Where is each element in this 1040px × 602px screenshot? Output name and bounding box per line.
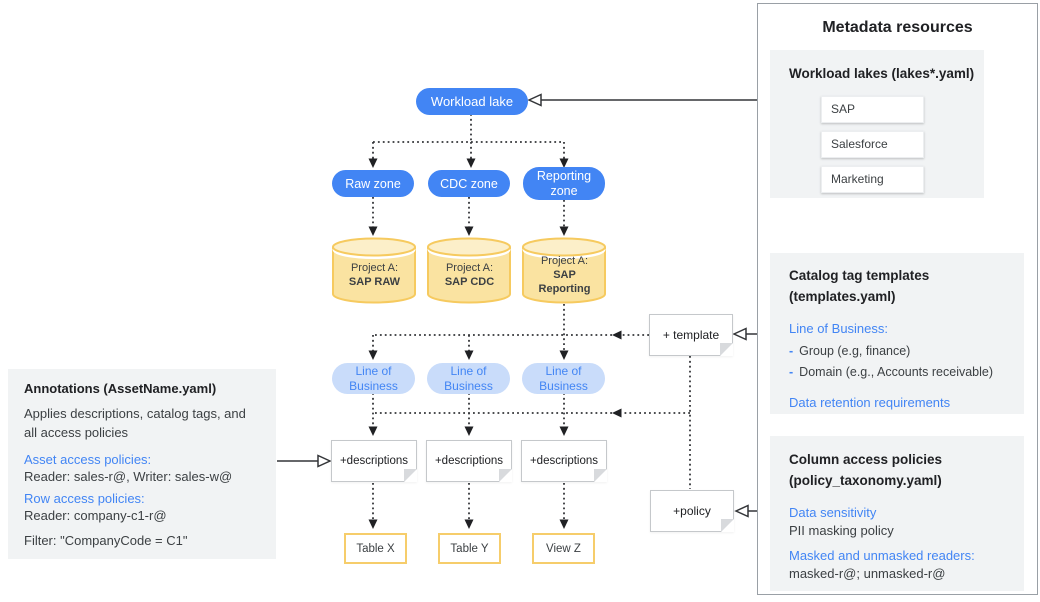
column-policies-heading: Column access policies (policy_taxonomy.… bbox=[789, 450, 1024, 492]
lake-card-salesforce: Salesforce bbox=[821, 130, 924, 158]
catalog-templates-box: Catalog tag templates (templates.yaml) L… bbox=[770, 253, 1024, 414]
dotted-connectors bbox=[372, 114, 691, 519]
project-name: SAP CDC bbox=[444, 276, 495, 288]
column-policies-heading-line1: Column access policies bbox=[789, 452, 943, 467]
lob-bullet-domain: - Domain (e.g., Accounts receivable) bbox=[789, 362, 1024, 383]
lob-pill-label: Line of Business bbox=[349, 364, 398, 393]
descriptions-note-1: +descriptions bbox=[331, 440, 417, 482]
zone-pill-reporting-label: Reporting zone bbox=[536, 169, 592, 198]
workload-lake-pill: Workload lake bbox=[416, 88, 528, 115]
asset-access-value: Reader: sales-r@, Writer: sales-w@ bbox=[24, 468, 233, 484]
project-prefix: Project A: bbox=[350, 261, 399, 274]
project-label-sap-raw: Project A: SAP RAW bbox=[333, 251, 416, 299]
row-access-value: Reader: company-c1-r@ bbox=[24, 507, 167, 523]
row-access-heading: Row access policies: bbox=[24, 490, 145, 506]
column-policies-box: Column access policies (policy_taxonomy.… bbox=[770, 436, 1024, 591]
catalog-templates-heading-line2: (templates.yaml) bbox=[789, 288, 896, 304]
readers-heading: Masked and unmasked readers: bbox=[789, 547, 975, 563]
project-name: SAP RAW bbox=[348, 276, 401, 288]
filter-value: Filter: "CompanyCode = C1" bbox=[24, 532, 188, 548]
output-table-y: Table Y bbox=[438, 533, 501, 564]
column-policies-heading-line2: (policy_taxonomy.yaml) bbox=[789, 472, 942, 488]
annotations-panel: Annotations (AssetName.yaml) Applies des… bbox=[8, 369, 276, 559]
lake-cards: SAP Salesforce Marketing bbox=[821, 95, 984, 193]
lob-bullet-text: Domain (e.g., Accounts receivable) bbox=[799, 365, 994, 380]
workload-lakes-box: Workload lakes (lakes*.yaml) SAP Salesfo… bbox=[770, 50, 984, 198]
output-view-z: View Z bbox=[532, 533, 595, 564]
data-sensitivity-value: PII masking policy bbox=[789, 522, 894, 538]
bullet-dash: - bbox=[789, 365, 794, 380]
lob-pill-label: Line of Business bbox=[444, 364, 493, 393]
policy-note: +policy bbox=[650, 490, 734, 532]
annotations-description: Applies descriptions, catalog tags, and … bbox=[24, 406, 246, 440]
bullet-dash: - bbox=[789, 343, 794, 358]
annotations-title: Annotations (AssetName.yaml) bbox=[24, 381, 217, 396]
zone-pill-reporting: Reporting zone bbox=[523, 167, 605, 200]
lob-pill-2: Line of Business bbox=[427, 363, 510, 394]
project-label-sap-cdc: Project A: SAP CDC bbox=[428, 251, 511, 299]
metadata-resources-title: Metadata resources bbox=[822, 19, 973, 36]
lob-pill-3: Line of Business bbox=[522, 363, 605, 394]
asset-access-heading: Asset access policies: bbox=[24, 451, 152, 467]
catalog-templates-heading-line1: Catalog tag templates bbox=[789, 268, 930, 283]
project-prefix: Project A: bbox=[445, 261, 494, 274]
data-sensitivity-heading: Data sensitivity bbox=[789, 504, 877, 520]
descriptions-note-2: +descriptions bbox=[426, 440, 512, 482]
catalog-templates-heading: Catalog tag templates (templates.yaml) bbox=[789, 266, 1024, 308]
zone-pill-cdc: CDC zone bbox=[428, 170, 510, 197]
zone-pill-raw: Raw zone bbox=[332, 170, 414, 197]
workload-lakes-heading: Workload lakes (lakes*.yaml) bbox=[789, 66, 975, 81]
output-table-x: Table X bbox=[344, 533, 407, 564]
project-name: SAP Reporting bbox=[538, 268, 591, 296]
metadata-resources-panel: Metadata resources Workload lakes (lakes… bbox=[757, 3, 1038, 595]
project-prefix: Project A: bbox=[540, 254, 589, 267]
lake-card-sap: SAP bbox=[821, 95, 924, 123]
readers-value: masked-r@; unmasked-r@ bbox=[789, 565, 946, 581]
lob-bullet-text: Group (e.g, finance) bbox=[799, 343, 911, 358]
lake-card-marketing: Marketing bbox=[821, 165, 924, 193]
filled-arrowheads bbox=[368, 158, 622, 529]
cylinder-sap-raw bbox=[332, 237, 416, 304]
lob-tag-heading: Line of Business: bbox=[789, 320, 889, 336]
cylinder-sap-cdc bbox=[427, 237, 511, 304]
lob-pill-label: Line of Business bbox=[539, 364, 588, 393]
lob-pill-1: Line of Business bbox=[332, 363, 415, 394]
lob-bullet-group: - Group (e.g, finance) bbox=[789, 341, 1024, 362]
cylinder-sap-reporting bbox=[522, 237, 606, 304]
project-label-sap-reporting: Project A: SAP Reporting bbox=[523, 251, 606, 299]
open-arrowheads bbox=[317, 93, 749, 518]
retention-heading: Data retention requirements bbox=[789, 395, 951, 411]
descriptions-note-3: +descriptions bbox=[521, 440, 607, 482]
template-note: + template bbox=[649, 314, 733, 356]
